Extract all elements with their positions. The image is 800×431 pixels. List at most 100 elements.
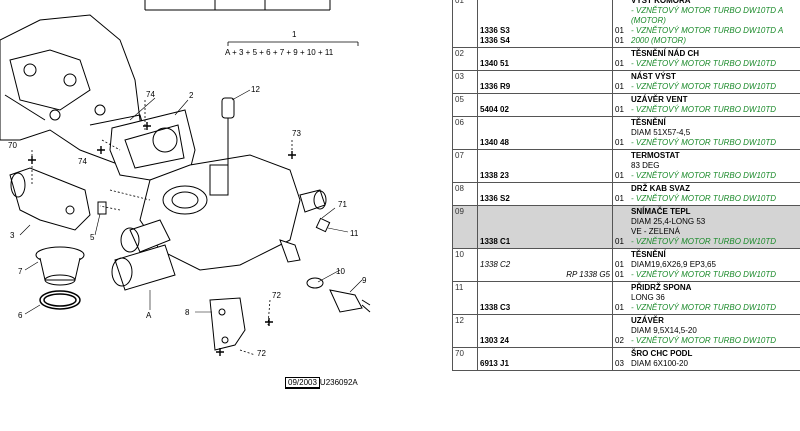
quantity-value: 02 [615,336,624,345]
part-spec: DIAM 51X57-4,5 [631,128,691,137]
application-note: - VZNĚTOVÝ MOTOR TURBO DW10TD [631,138,777,147]
quantity-cell: 01 [612,205,629,249]
reference-cell: 6913 J1 [477,347,613,371]
application-note: - VZNĚTOVÝ MOTOR TURBO DW10TD A [631,6,784,15]
application-note: - VZNĚTOVÝ MOTOR TURBO DW10TD [631,82,777,91]
caption-date: 09/2003 [285,377,320,389]
reference-cell: 5404 02 [477,93,613,117]
position-number: 08 [452,182,478,206]
callout-top-label: 1 [292,30,297,39]
part-spec: DIAM 25,4-LONG 53 [631,217,706,226]
label-11: 11 [350,229,359,238]
part-reference[interactable]: 1338 23 [480,171,509,180]
part-name: TĚSNĚNÍ [631,250,666,259]
seal-10 [306,277,324,289]
label-10: 10 [336,267,345,276]
application-note: - VZNĚTOVÝ MOTOR TURBO DW10TD [631,237,777,246]
sensor-9 [329,289,371,313]
position-number: 01 [452,0,478,48]
position-number: 02 [452,47,478,71]
quantity-value: 01 [615,82,624,91]
part-spec: 83 DEG [631,161,660,170]
part-name: UZÁVĚR [631,316,664,325]
part-reference[interactable]: 1336 S2 [480,194,510,203]
description-cell: TĚSNĚNÍ NÁD CH- VZNĚTOVÝ MOTOR TURBO DW1… [629,47,800,71]
application-note: - VZNĚTOVÝ MOTOR TURBO DW10TD [631,270,777,279]
part-spec: LONG 36 [631,293,665,302]
part-reference[interactable]: 1336 R9 [480,82,511,91]
reference-cell: 1336 S2 [477,182,613,206]
application-note: (MOTOR) [631,16,666,25]
part-name: VÝST KOMORA [631,0,691,5]
part-reference[interactable]: 1338 C3 [480,303,511,312]
part-reference[interactable]: 1303 24 [480,336,509,345]
bracket-8 [209,297,246,351]
part-spec: DIAM 9,5X14,5-20 [631,326,697,335]
reference-cell: 1336 R9 [477,70,613,94]
application-note: - VZNĚTOVÝ MOTOR TURBO DW10TD [631,59,777,68]
quantity-cell: 01 [612,70,629,94]
description-cell: VÝST KOMORA- VZNĚTOVÝ MOTOR TURBO DW10TD… [629,0,800,48]
part-name: UZÁVĚR VENT [631,95,688,104]
label-74a: 74 [146,90,155,99]
part-reference[interactable]: 1338 C1 [480,237,511,246]
position-number: 11 [452,281,478,315]
part-name: TĚSNĚNÍ NÁD CH [631,49,700,58]
part-reference[interactable]: 1340 48 [480,138,509,147]
quantity-cell: 01 [612,281,629,315]
label-7: 7 [18,267,23,276]
quantity-value: 03 [615,359,624,368]
label-9: 9 [362,276,367,285]
part-reference[interactable]: 6913 J1 [480,359,509,368]
label-6: 6 [18,311,23,320]
quantity-cell: 01 [612,93,629,117]
quantity-value: 01 [615,270,624,279]
part-reference[interactable]: 5404 02 [480,105,509,114]
label-2: 2 [189,91,194,100]
part-reference[interactable]: 1336 S3 [480,26,510,35]
position-number: 09 [452,205,478,249]
screw-markers [28,122,296,356]
part-reference[interactable]: 1338 C2 [480,260,511,269]
quantity-cell: 01 [612,116,629,150]
quantity-value: 01 [615,194,624,203]
reference-cell: 1338 C2 RP 1338 G5 [477,248,613,282]
quantity-value: 01 [615,26,624,35]
part-reference[interactable]: 1340 51 [480,59,509,68]
quantity-value: 01 [615,171,624,180]
label-3: 3 [10,231,15,240]
application-note: - VZNĚTOVÝ MOTOR TURBO DW10TD [631,105,777,114]
part-reference[interactable]: RP 1338 G5 [566,270,610,279]
position-number: 05 [452,93,478,117]
label-8: 8 [185,308,190,317]
part-name: TĚSNĚNÍ [631,118,666,127]
label-72a: 72 [272,291,281,300]
callout-group: 1 A + 3 + 5 + 6 + 7 + 9 + 10 + 11 [225,30,359,57]
position-number: 12 [452,314,478,348]
caption-code: U236092A [319,378,358,387]
part-spec: VE - ZELENÁ [631,227,680,236]
description-cell: NÁST VÝST- VZNĚTOVÝ MOTOR TURBO DW10TD [629,70,800,94]
quantity-cell: 02 [612,314,629,348]
part-reference[interactable]: 1336 S4 [480,36,510,45]
reference-cell: 1338 C3 [477,281,613,315]
